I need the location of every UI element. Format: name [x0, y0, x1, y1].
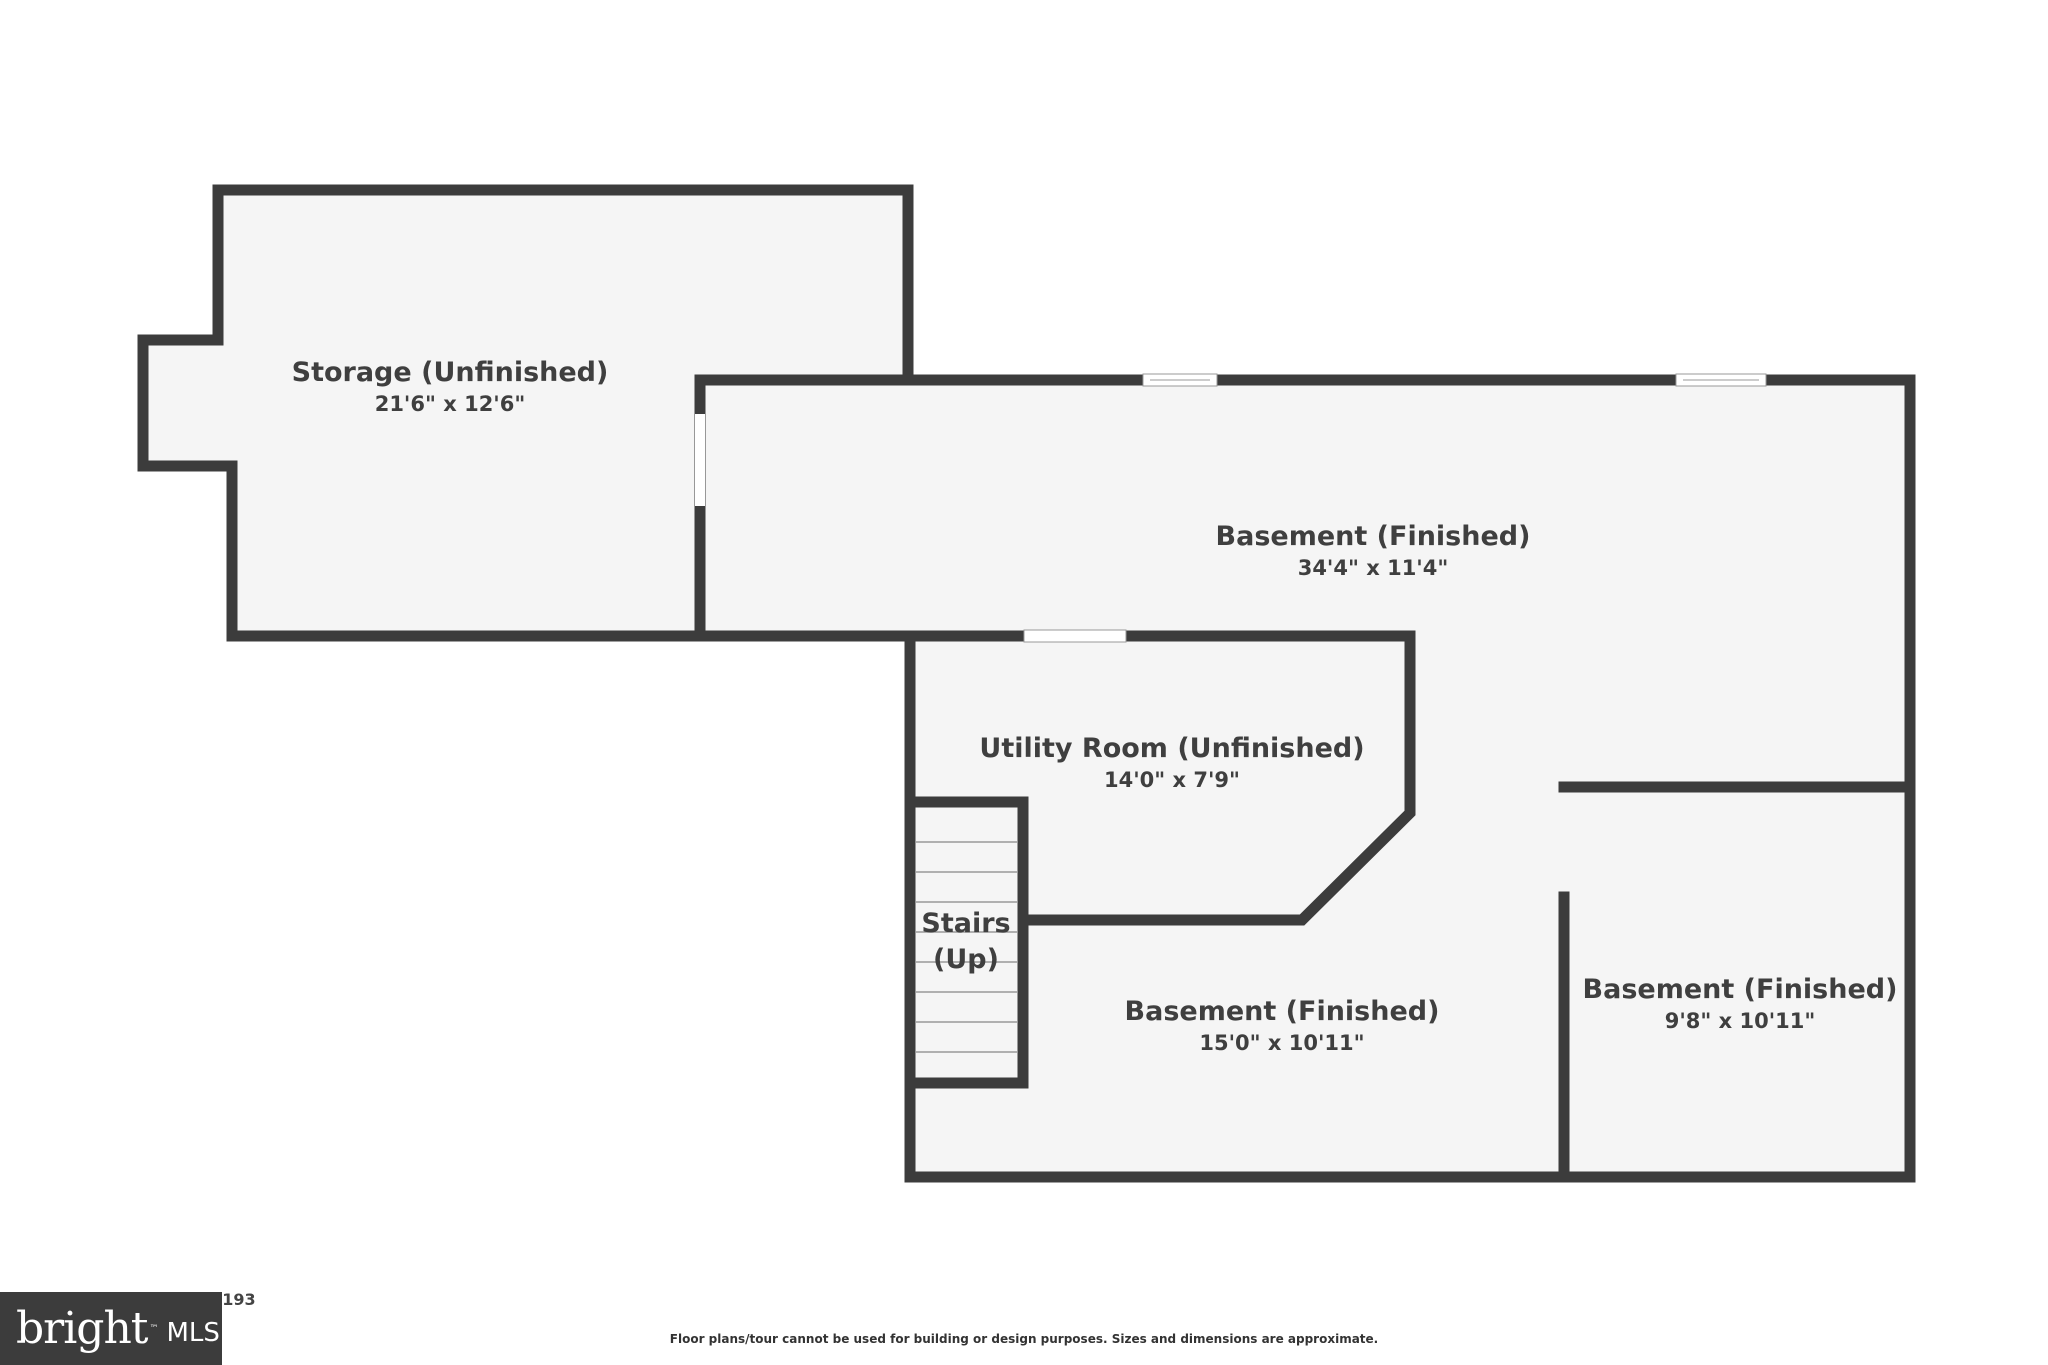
- logo-mls: MLS: [166, 1317, 220, 1348]
- storage-wall: [137, 184, 914, 642]
- basement-main-dims: 34'4" x 11'4": [1298, 556, 1449, 580]
- storage-floor: [143, 190, 908, 636]
- basement-main-name: Basement (Finished): [1216, 521, 1531, 552]
- logo-trademark: ™: [149, 1323, 159, 1334]
- basement-right-dims: 9'8" x 10'11": [1665, 1009, 1816, 1033]
- stairs-wall: [904, 796, 1029, 1089]
- logo-wordmark: bright: [16, 1303, 148, 1354]
- openings: [695, 373, 1767, 643]
- stairs-label-line1: Stairs: [921, 908, 1010, 939]
- utility-wall: [904, 630, 1416, 926]
- disclaimer-text: Floor plans/tour cannot be used for buil…: [669, 1332, 1379, 1346]
- utility-dims: 14'0" x 7'9": [1104, 768, 1240, 792]
- storage-name: Storage (Unfinished): [292, 357, 609, 388]
- stair-treads: [916, 841, 1017, 1053]
- basement-lower-dims: 15'0" x 10'11": [1199, 1031, 1364, 1055]
- utility-name: Utility Room (Unfinished): [979, 733, 1364, 764]
- stairs-label-line2: (Up): [933, 944, 999, 975]
- room-labels: Storage (Unfinished) 21'6" x 12'6" Basem…: [292, 357, 1898, 1055]
- walls: [137, 184, 1916, 1183]
- storage-dims: 21'6" x 12'6": [375, 392, 526, 416]
- floors: [143, 190, 1910, 1177]
- storage-door-opening: [695, 414, 705, 506]
- basement-lower-name: Basement (Finished): [1125, 996, 1440, 1027]
- basement-right-name: Basement (Finished): [1583, 974, 1898, 1005]
- basement-floor: [700, 380, 1910, 1177]
- utility-opening: [1023, 629, 1127, 643]
